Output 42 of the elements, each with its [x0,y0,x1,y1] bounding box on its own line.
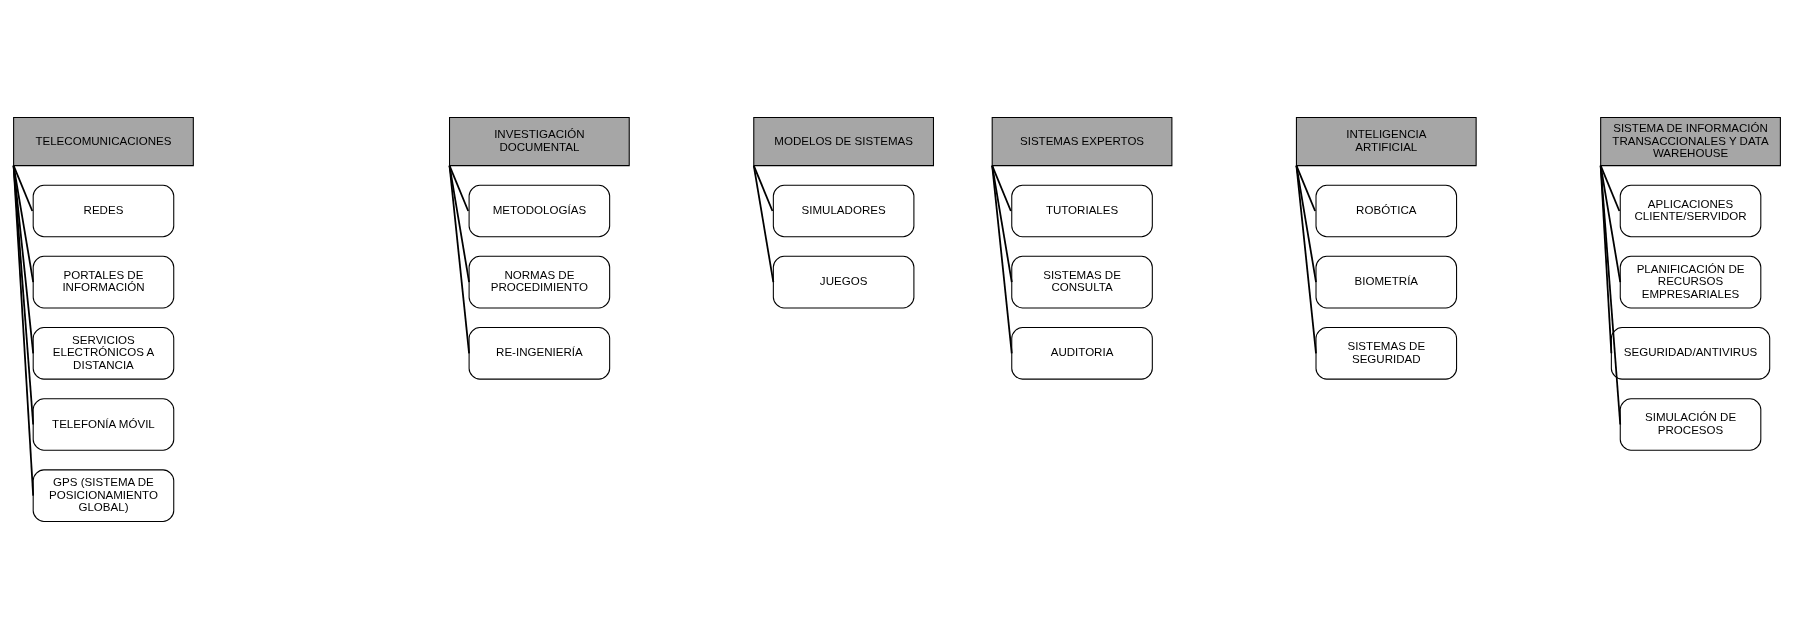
node-box: GPS (SISTEMA DE POSICIONAMIENTO GLOBAL) [32,469,175,522]
connector [991,164,1013,355]
connector [1295,164,1317,355]
connector [1599,164,1622,284]
node-box: APLICACIONES CLIENTE/SERVIDOR [1619,184,1762,238]
connector [1295,164,1317,284]
node-box: REDES [32,184,175,238]
node-box: TELEFONÍA MÓVIL [32,398,175,451]
connector [752,164,775,284]
node-box: SEGURIDAD/ANTIVIRUS [1610,326,1771,380]
node-box: RE-INGENIERÍA [468,326,611,380]
node-box: MODELOS DE SISTEMAS [753,117,934,167]
connector [1599,164,1622,426]
connector [12,164,35,284]
node-box: INTELIGENCIA ARTIFICIAL [1295,117,1477,167]
connector [12,164,34,212]
node-box: SIMULACIÓN DE PROCESOS [1619,398,1762,451]
node-box: SISTEMAS DE CONSULTA [1011,255,1153,309]
node-box: TELECOMUNICACIONES [13,117,194,167]
connector [1295,164,1316,212]
node-box: PLANIFICACIÓN DE RECURSOS EMPRESARIALES [1619,255,1762,309]
node-box: ROBÓTICA [1315,184,1458,238]
connector [448,164,470,355]
connector [12,164,35,426]
connector [991,164,1013,284]
connector [12,164,35,355]
node-box: NORMAS DE PROCEDIMIENTO [468,255,611,309]
node-box: SISTEMAS DE SEGURIDAD [1315,326,1458,380]
node-box: PORTALES DE INFORMACIÓN [32,255,175,309]
node-box: METODOLOGÍAS [468,184,611,238]
node-box: SERVICIOS ELECTRÓNICOS A DISTANCIA [32,326,175,380]
connector [12,164,35,497]
node-box: TUTORIALES [1011,184,1153,238]
node-box: AUDITORIA [1011,326,1153,380]
node-box: BIOMETRÍA [1315,255,1458,309]
node-box: SISTEMAS EXPERTOS [991,117,1173,167]
node-box: JUEGOS [772,255,915,309]
connector [752,164,774,212]
connector [991,164,1012,212]
node-box: SIMULADORES [772,184,915,238]
node-box: INVESTIGACIÓN DOCUMENTAL [449,117,630,167]
node-box: SISTEMA DE INFORMACIÓN TRANSACCIONALES Y DATA WAREHOUSE [1600,117,1781,167]
